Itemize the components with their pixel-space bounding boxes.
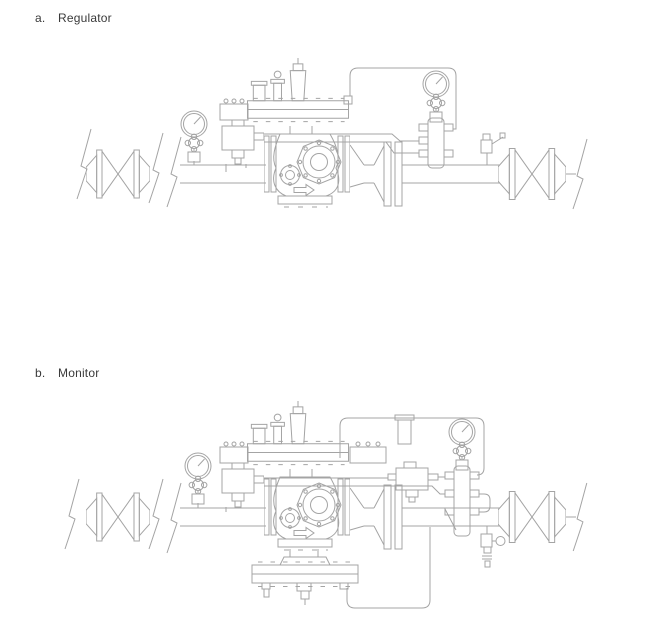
figure-b-label: b. Monitor bbox=[35, 366, 99, 380]
inlet-pipe bbox=[180, 165, 266, 183]
outlet-gauge-manifold bbox=[445, 466, 479, 536]
inlet-pipe bbox=[180, 508, 266, 526]
control-tubing bbox=[264, 68, 456, 153]
monitor-diaphragm-housing bbox=[251, 549, 359, 605]
monitor-actuator bbox=[220, 401, 386, 466]
figure-b-title: Monitor bbox=[58, 366, 100, 380]
outlet-pressure-gauge bbox=[448, 418, 476, 471]
regulator-actuator bbox=[220, 58, 352, 123]
outlet-pipe bbox=[402, 508, 500, 526]
control-tubing bbox=[264, 418, 490, 608]
outlet-expander bbox=[350, 485, 402, 549]
inlet-block-valve bbox=[86, 478, 182, 554]
figure-a-drawing bbox=[76, 58, 588, 210]
outlet-block-valve bbox=[498, 482, 588, 552]
pilot-regulator bbox=[221, 120, 264, 172]
outlet-block-valve bbox=[498, 138, 588, 210]
outlet-expander bbox=[350, 142, 402, 206]
inlet-pressure-gauge bbox=[180, 110, 208, 165]
outlet-gauge-manifold bbox=[419, 118, 453, 168]
outlet-pressure-gauge bbox=[422, 70, 450, 123]
inlet-block-valve bbox=[86, 132, 182, 208]
figure-b-drawing bbox=[64, 401, 588, 631]
inlet-pressure-gauge bbox=[184, 452, 212, 508]
figure-b-index: b. bbox=[35, 366, 46, 380]
figure-a-label: a. Regulator bbox=[35, 11, 112, 25]
pilot-regulator-left bbox=[221, 463, 264, 512]
figure-a-index: a. bbox=[35, 11, 46, 25]
vent-valve bbox=[481, 526, 505, 567]
inlet-pipe-break bbox=[64, 478, 80, 550]
regulator-valve-body bbox=[264, 469, 350, 551]
figure-a-title: Regulator bbox=[58, 11, 112, 25]
outlet-pipe bbox=[402, 165, 500, 183]
regulator-valve-body bbox=[264, 126, 350, 208]
vent-valve bbox=[481, 133, 505, 165]
